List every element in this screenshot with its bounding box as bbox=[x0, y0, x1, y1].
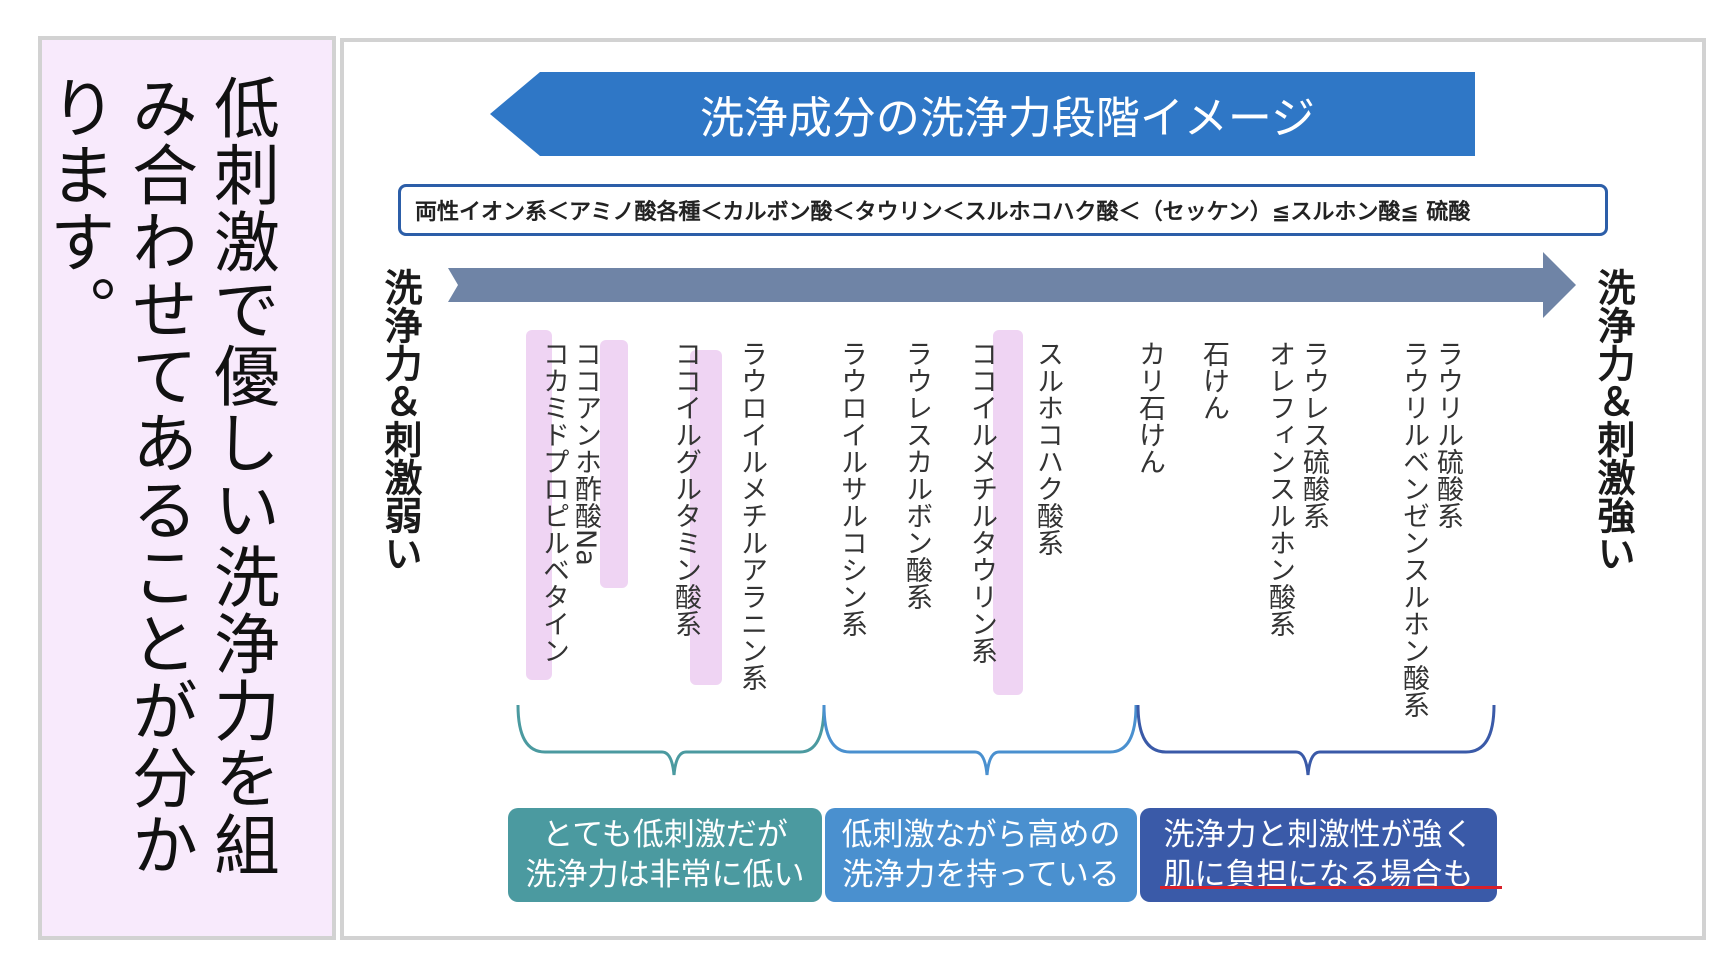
ingredient-label: オレフィンスルホン酸系 bbox=[1264, 340, 1295, 637]
title-banner bbox=[490, 72, 1475, 156]
left-panel: 低刺激で優しい洗浄力を組み合わせてあることが分かります。 bbox=[38, 36, 336, 940]
highlight-mark bbox=[526, 330, 552, 680]
ingredient-label: コカミドプロピルベタイン bbox=[538, 340, 569, 664]
ingredient-label: ココアンホ酢酸Na bbox=[570, 340, 601, 566]
diagram-title: 洗浄成分の洗浄力段階イメージ bbox=[699, 93, 1316, 144]
strong-side-label: 洗浄力＆刺激強い bbox=[1591, 268, 1635, 572]
group-box-line: 洗浄力は非常に低い bbox=[525, 857, 805, 893]
ingredient-label: ラウリルベンゼンスルホン酸系 bbox=[1398, 340, 1429, 718]
ingredient-label: ラウレスカルボン酸系 bbox=[901, 340, 932, 610]
diagram-frame bbox=[340, 38, 1706, 940]
ingredient-label: ラウロイルサルコシン系 bbox=[836, 340, 867, 637]
strength-order-text: 両性イオン系＜アミノ酸各種＜カルボン酸＜タウリン＜スルホコハク酸＜（セッケン）≦… bbox=[415, 200, 1471, 225]
highlight-mark bbox=[600, 340, 628, 588]
group-box-line: 洗浄力を持っている bbox=[842, 857, 1120, 893]
ingredient-label: スルホコハク酸系 bbox=[1032, 340, 1063, 556]
ingredient-label: ココイルメチルタウリン系 bbox=[966, 340, 997, 664]
red-underline bbox=[1160, 886, 1502, 889]
group-box-line: 低刺激ながら高めの bbox=[841, 817, 1121, 853]
ingredient-label: ココイルグルタミン酸系 bbox=[670, 340, 701, 637]
ingredient-label: ラウロイルメチルアラニン系 bbox=[736, 340, 767, 691]
strength-arrow bbox=[448, 252, 1576, 318]
ingredient-label: 石けん bbox=[1198, 340, 1229, 421]
strength-order-box: 両性イオン系＜アミノ酸各種＜カルボン酸＜タウリン＜スルホコハク酸＜（セッケン）≦… bbox=[398, 184, 1608, 236]
highlight-mark bbox=[690, 350, 722, 685]
left-panel-text: 低刺激で優しい洗浄力を組み合わせてあることが分かります。 bbox=[39, 74, 280, 878]
ingredient-label: カリ石けん bbox=[1134, 340, 1165, 475]
group-box-line: 洗浄力と刺激性が強く bbox=[1163, 817, 1474, 853]
weak-side-label: 洗浄力＆刺激弱い bbox=[378, 268, 422, 572]
strength-arrow-shape bbox=[448, 252, 1576, 318]
ingredient-label: ラウリル硫酸系 bbox=[1432, 340, 1463, 529]
group-box-line: 肌に負担になる場合も bbox=[1163, 857, 1474, 893]
highlight-mark bbox=[993, 330, 1023, 695]
group-box-low-irritation: とても低刺激だが 洗浄力は非常に低い bbox=[508, 808, 822, 902]
group-box-mid-irritation: 低刺激ながら高めの 洗浄力を持っている bbox=[825, 808, 1137, 902]
ingredient-label: ラウレス硫酸系 bbox=[1298, 340, 1329, 529]
group-box-line: とても低刺激だが bbox=[542, 817, 788, 853]
